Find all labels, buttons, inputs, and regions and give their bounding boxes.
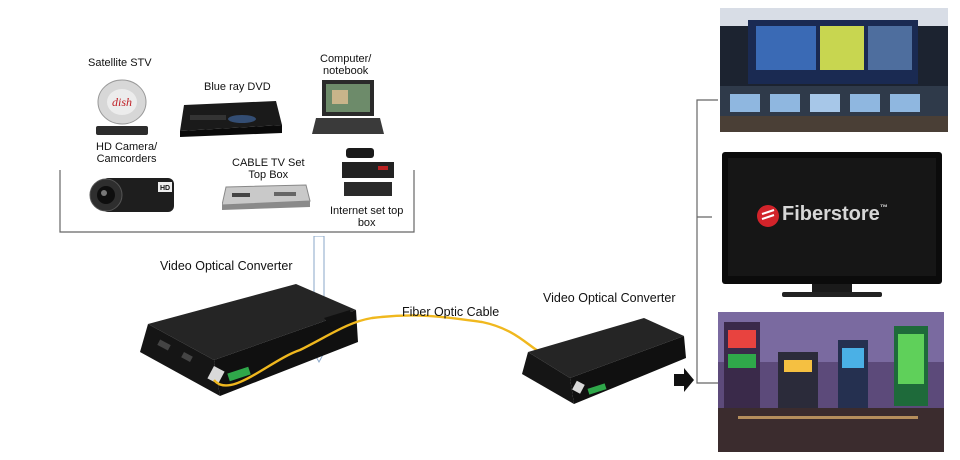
internet-label: Internet set top box <box>330 205 404 229</box>
laptop-icon <box>312 80 384 134</box>
dish-brand: dish <box>112 95 132 109</box>
right-arrow-icon <box>674 368 694 392</box>
tv-brand-mark: ™ <box>879 203 888 212</box>
computer-label-line2: notebook <box>323 64 369 77</box>
camera-label-line1: HD Camera/ <box>96 141 158 153</box>
bluray-label: Blue ray DVD <box>204 81 271 93</box>
tv-brand-text: Fiberstore™ <box>782 203 888 225</box>
camera-label: HD Camera/ Camcorders <box>96 141 158 165</box>
right-converter-label: Video Optical Converter <box>543 291 676 305</box>
right-converter-device <box>522 318 686 404</box>
cabletv-label: CABLE TV Set Top Box <box>232 157 305 181</box>
satellite-label: Satellite STV <box>88 57 152 69</box>
internet-box-icon <box>342 148 394 196</box>
cabletv-label-line2: Top Box <box>248 168 289 181</box>
computer-label: Computer/ notebook <box>320 53 372 77</box>
camcorder-icon: HD <box>89 178 174 212</box>
control-room-display <box>720 8 948 132</box>
satellite-dish-icon: dish <box>96 79 148 135</box>
camera-label-line2: Camcorders <box>96 152 157 165</box>
internet-label-line1: Internet set top <box>330 205 404 217</box>
bluray-player-icon <box>180 101 282 137</box>
hd-badge: HD <box>160 185 170 192</box>
left-converter-label: Video Optical Converter <box>160 259 293 273</box>
tv-brand-name: Fiberstore <box>782 203 880 225</box>
flat-tv-display <box>722 152 942 297</box>
left-converter-device <box>140 284 358 396</box>
computer-label-line1: Computer/ <box>320 53 372 65</box>
city-signage-display <box>718 312 944 452</box>
cabletv-label-line1: CABLE TV Set <box>232 157 305 169</box>
cable-box-icon <box>222 184 311 210</box>
internet-label-line2: box <box>357 216 376 229</box>
fiber-cable-label: Fiber Optic Cable <box>402 305 500 319</box>
